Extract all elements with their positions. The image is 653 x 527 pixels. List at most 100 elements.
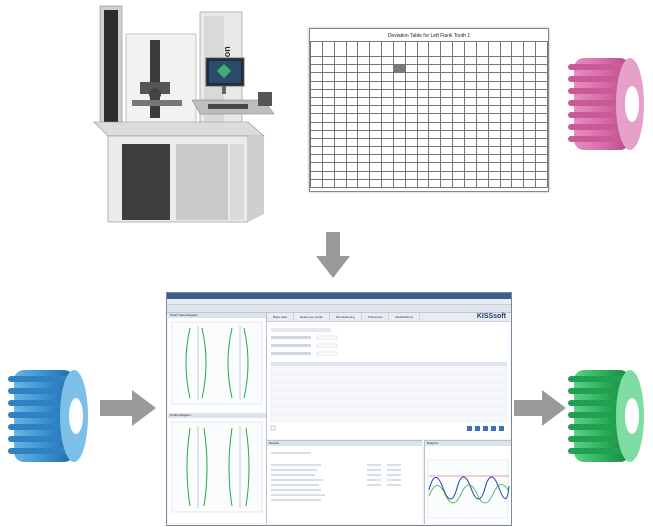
table-header-cell [440, 41, 454, 57]
table-cell [535, 105, 548, 115]
tab-reference-profile[interactable]: Reference profile [294, 313, 330, 321]
table-cell [440, 88, 454, 98]
tab-manufacturing[interactable]: Manufacturing [330, 313, 362, 321]
table-cell [369, 55, 383, 66]
tab-tolerances[interactable]: Tolerances [362, 313, 390, 321]
table-cell [535, 96, 548, 107]
table-cell [428, 64, 442, 74]
table-cell [369, 64, 383, 74]
table-cell [369, 154, 383, 164]
table-cell [381, 162, 394, 172]
table-cell [535, 88, 548, 98]
table-cell [452, 105, 465, 115]
table-cell [404, 129, 418, 139]
table-cell [369, 88, 383, 98]
table-cell [452, 96, 465, 107]
table-cell [321, 137, 335, 148]
table-cell [392, 162, 406, 172]
table-cell [475, 146, 489, 156]
table-header-cell [452, 41, 465, 57]
table-cell [440, 55, 454, 66]
table-cell [499, 55, 513, 66]
table-cell [345, 80, 359, 90]
table-row [310, 64, 548, 74]
results-panel: Results [267, 440, 422, 524]
table-cell [357, 96, 371, 107]
table-header-cell [475, 41, 489, 57]
table-cell [321, 146, 335, 156]
menu-bar[interactable] [167, 299, 511, 305]
table-row [310, 129, 548, 139]
table-cell [428, 96, 442, 107]
table-cell [310, 113, 323, 123]
table-header-cell [463, 41, 477, 57]
table-cell [333, 154, 347, 164]
table-cell [381, 80, 394, 90]
table-cell [392, 154, 406, 164]
table-cell [523, 129, 537, 139]
table-cell [511, 129, 525, 139]
table-cell [369, 162, 383, 172]
table-cell [475, 129, 489, 139]
table-cell [511, 113, 525, 123]
table-header-cell [428, 41, 442, 57]
table-cell [440, 96, 454, 107]
table-cell [452, 146, 465, 156]
table-header-cell [369, 41, 383, 57]
table-cell [463, 64, 477, 74]
table-cell [523, 64, 537, 74]
table-cell [381, 96, 394, 107]
table-cell [345, 105, 359, 115]
table-cell [511, 96, 525, 107]
table-cell [333, 80, 347, 90]
table-cell [381, 88, 394, 98]
table-cell [333, 137, 347, 148]
table-cell [487, 154, 501, 164]
table-cell [463, 146, 477, 156]
table-cell [310, 129, 323, 139]
table-cell [428, 162, 442, 172]
tab-modifications[interactable]: Modifications [389, 313, 420, 321]
table-cell [404, 146, 418, 156]
toolbar[interactable] [167, 305, 511, 313]
table-cell [487, 105, 501, 115]
table-cell [499, 64, 513, 74]
table-cell [523, 154, 537, 164]
table-cell [345, 146, 359, 156]
transmission-error-diagram [427, 459, 510, 519]
tab-basic-data[interactable]: Basic data [267, 313, 295, 321]
table-row [310, 121, 548, 131]
table-cell [499, 170, 513, 180]
table-cell [369, 121, 383, 131]
table-cell [381, 178, 394, 189]
table-cell [463, 55, 477, 66]
table-cell [321, 105, 335, 115]
table-cell [416, 137, 430, 148]
table-cell [321, 80, 335, 90]
table-cell [475, 72, 489, 82]
table-cell [416, 80, 430, 90]
table-cell [428, 105, 442, 115]
table-cell [475, 55, 489, 66]
table-cell [310, 88, 323, 98]
table-cell [404, 96, 418, 107]
table-cell [487, 170, 501, 180]
table-cell [499, 113, 513, 123]
table-cell [499, 178, 513, 189]
table-cell [523, 121, 537, 131]
profile-diagram [171, 421, 263, 513]
table-cell [440, 178, 454, 189]
table-cell [487, 137, 501, 148]
modifications-table [270, 328, 508, 431]
table-cell [369, 72, 383, 82]
table-cell [392, 105, 406, 115]
table-cell [345, 129, 359, 139]
table-row [310, 113, 548, 123]
table-cell [321, 72, 335, 82]
table-cell [511, 137, 525, 148]
table-cell [452, 154, 465, 164]
table-cell [345, 96, 359, 107]
table-cell [475, 88, 489, 98]
table-cell [392, 113, 406, 123]
results-content [271, 452, 401, 501]
